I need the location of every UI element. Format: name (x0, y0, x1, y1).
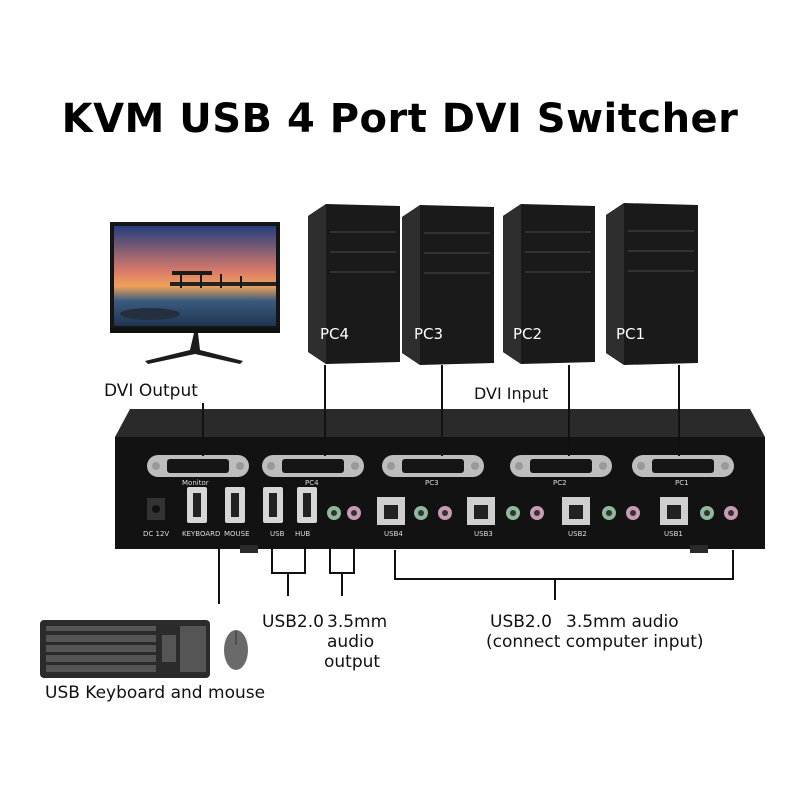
dc-power-jack (147, 498, 165, 520)
mouse-image (224, 630, 248, 670)
dvi-input-label: DVI Input (474, 384, 549, 403)
panel-label-mouse: MOUSE (224, 530, 250, 538)
panel-label-usb: USB (270, 530, 285, 538)
tower-image (308, 204, 400, 364)
usb20-input-label: USB2.0 (490, 612, 552, 632)
keyboard-image (40, 620, 210, 678)
dvi-output-label: DVI Output (104, 381, 198, 401)
page-title: KVM USB 4 Port DVI Switcher (61, 96, 739, 142)
dvi-port-pc3 (382, 455, 484, 477)
usb20-hub-label: USB2.0 (262, 612, 324, 632)
pc-tower-pc1: PC1 (606, 203, 701, 370)
pc-tower-pc3: PC3 (402, 205, 497, 370)
pc-label: PC2 (513, 325, 543, 343)
panel-label-dvi-pc4: PC4 (305, 479, 319, 487)
usb-b-port-usb2 (562, 497, 590, 525)
bracket-audio-output (329, 545, 355, 574)
panel-label-dc: DC 12V (143, 530, 170, 538)
usb-b-port-usb1 (660, 497, 688, 525)
pc-label: PC3 (414, 325, 444, 343)
audio-output-label-3: output (324, 652, 381, 672)
tower-image (503, 204, 595, 364)
panel-label-dvi-pc2: PC2 (553, 479, 567, 487)
audio-input-label: 3.5mm audio (566, 612, 679, 632)
panel-label-monitor: Monitor (182, 479, 209, 487)
monitor-image (110, 222, 280, 364)
connect-computer-input-label: (connect computer input) (486, 632, 704, 652)
tower-image (402, 205, 494, 365)
keyboard-mouse-label: USB Keyboard and mouse (45, 683, 266, 703)
audio-output-label-1: 3.5mm (327, 612, 388, 632)
dvi-port-pc4 (262, 455, 364, 477)
pc-label: PC4 (320, 325, 350, 343)
device-top (115, 409, 765, 437)
panel-label-keyboard: KEYBOARD (182, 530, 221, 538)
panel-label-dvi-pc1: PC1 (675, 479, 689, 487)
panel-label-usb3: USB3 (474, 530, 493, 538)
dvi-port-pc2 (510, 455, 612, 477)
kvm-switcher-device (115, 409, 765, 553)
panel-label-hub: HUB (295, 530, 311, 538)
pc-tower-pc2: PC2 (503, 204, 598, 369)
dvi-port-pc1 (632, 455, 734, 477)
panel-label-usb1: USB1 (664, 530, 683, 538)
usb-b-port-usb3 (467, 497, 495, 525)
panel-label-dvi-pc3: PC3 (425, 479, 439, 487)
audio-output-label-2: audio (327, 632, 375, 652)
dvi-port-monitor (147, 455, 249, 477)
panel-label-usb2: USB2 (568, 530, 587, 538)
panel-label-usb4: USB4 (384, 530, 403, 538)
tower-image (606, 203, 698, 365)
pc-label: PC1 (616, 325, 646, 343)
usb-b-port-usb4 (377, 497, 405, 525)
bracket-computer-inputs (394, 550, 734, 580)
bracket-usb-hub (271, 545, 306, 574)
pc-tower-pc4: PC4 (308, 204, 403, 369)
